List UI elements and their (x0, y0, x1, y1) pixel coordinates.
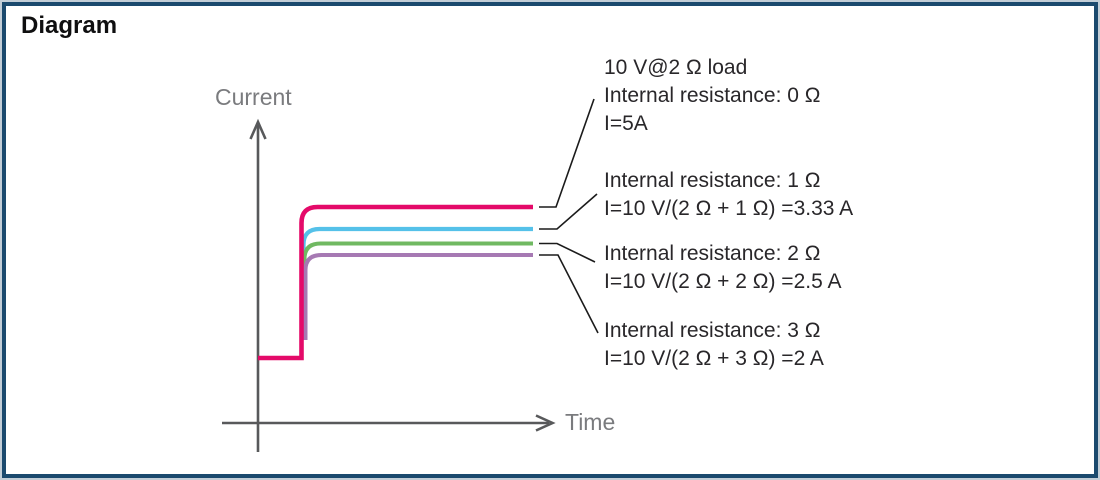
annotation-internal-resistance-1: Internal resistance: 1 Ω I=10 V/(2 Ω + 1… (604, 167, 853, 223)
annotation-line: Internal resistance: 3 Ω (604, 319, 821, 342)
leader-line-annotation-1 (539, 98, 595, 208)
leader-line-annotation-4 (539, 254, 599, 334)
x-axis-arrowhead-icon (535, 414, 556, 432)
annotation-internal-resistance-2: Internal resistance: 2 Ω I=10 V/(2 Ω + 2… (604, 240, 841, 296)
curves (258, 204, 533, 361)
leader-line-annotation-3 (539, 242, 596, 263)
panel-title: Diagram (21, 12, 118, 39)
axes (222, 118, 556, 452)
annotation-line: Internal resistance: 1 Ω (604, 169, 821, 192)
y-axis-label: Current (215, 84, 292, 110)
annotation-line: I=10 V/(2 Ω + 3 Ω) =2 A (604, 347, 824, 370)
curve-internal-resistance-0-ohm (258, 204, 533, 361)
leader-line-annotation-2 (539, 193, 598, 230)
annotation-line: I=10 V/(2 Ω + 1 Ω) =3.33 A (604, 197, 854, 220)
y-axis-arrowhead-icon (249, 118, 267, 140)
annotation-line: Internal resistance: 2 Ω (604, 242, 821, 265)
curve-internal-resistance-2-ohm (302, 241, 533, 336)
annotation-line: Internal resistance: 0 Ω (604, 84, 821, 107)
annotation-internal-resistance-0: 10 V@2 Ω load Internal resistance: 0 Ω I… (604, 54, 820, 138)
annotation-line: I=5A (604, 112, 648, 135)
leader-lines (539, 98, 599, 334)
annotation-line: I=10 V/(2 Ω + 2 Ω) =2.5 A (604, 270, 842, 293)
curve-internal-resistance-3-ohm (303, 253, 533, 340)
annotation-internal-resistance-3: Internal resistance: 3 Ω I=10 V/(2 Ω + 3… (604, 317, 824, 373)
annotation-line: 10 V@2 Ω load (604, 56, 748, 79)
x-axis-label: Time (565, 409, 616, 435)
